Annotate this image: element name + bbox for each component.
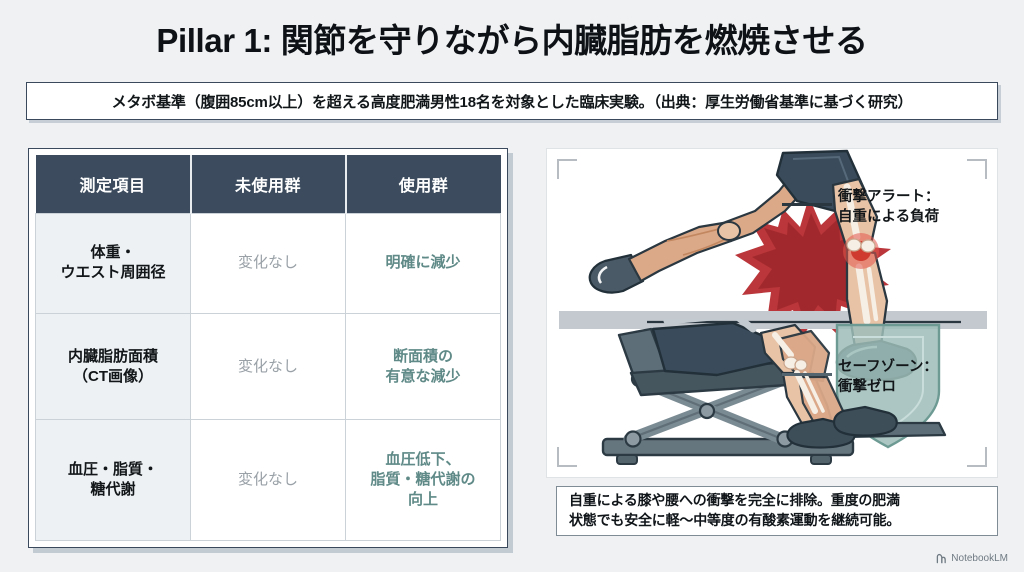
caption-box: 自重による膝や腰への衝撃を完全に排除。重度の肥満 状態でも安全に軽〜中等度の有酸… — [556, 486, 998, 536]
impact-annotation-line2: 自重による負荷 — [838, 208, 940, 225]
safe-zone-annotation: セーフゾーン： 衝撃ゼロ — [838, 358, 938, 397]
table-header-row: 測定項目 未使用群 使用群 — [35, 155, 501, 213]
seated-machine-illustration — [601, 319, 947, 465]
corner-bracket-bottom-right-icon — [967, 447, 987, 467]
row-label-line: （CT画像） — [73, 367, 153, 385]
used-value-line: 断面積の — [392, 347, 453, 365]
user-legs — [759, 323, 898, 449]
row-label-bp-lipid-glucose: 血圧・脂質・ 糖代謝 — [35, 419, 191, 541]
used-value-line: 血圧低下、 — [385, 451, 461, 469]
row-label-line: ウエスト周囲径 — [60, 264, 166, 282]
subtitle-banner: メタボ基準（腹囲85cm以上）を超える高度肥満男性18名を対象とした臨床実験。（… — [26, 82, 998, 120]
used-value-line: 向上 — [407, 491, 438, 509]
used-value-line: 明確に減少 — [385, 254, 461, 272]
caption-line1: 自重による膝や腰への衝撃を完全に排除。重度の肥満 — [569, 492, 900, 509]
notebooklm-watermark: NotebookLM — [936, 553, 1008, 564]
corner-bracket-top-left-icon — [557, 159, 577, 179]
runner-rear-leg — [588, 169, 811, 294]
row-unused-value: 変化なし — [190, 419, 346, 541]
used-value-line: 有意な減少 — [385, 367, 461, 385]
table-row: 体重・ ウエスト周囲径 変化なし 明確に減少 — [35, 212, 501, 314]
exercise-comparison-illustration — [559, 149, 987, 382]
row-used-value: 断面積の 有意な減少 — [345, 312, 501, 421]
table-row: 血圧・脂質・ 糖代謝 変化なし 血圧低下、 脂質・糖代謝の 向上 — [35, 419, 501, 541]
table-header-unused-group: 未使用群 — [190, 155, 347, 213]
impact-annotation-line1: 衝撃アラート： — [838, 189, 940, 205]
table-row: 内臓脂肪面積 （CT画像） 変化なし 断面積の 有意な減少 — [35, 312, 501, 421]
table-header-used-group: 使用群 — [345, 155, 501, 213]
row-label-line: 血圧・脂質・ — [67, 461, 158, 479]
subtitle-text: メタボ基準（腹囲85cm以上）を超える高度肥満男性18名を対象とした臨床実験。（… — [111, 93, 913, 111]
caption-text: 自重による膝や腰への衝撃を完全に排除。重度の肥満 状態でも安全に軽〜中等度の有酸… — [569, 491, 900, 531]
illustration-card — [546, 148, 998, 478]
impact-annotation-leader-line — [782, 203, 832, 206]
row-label-line: 糖代謝 — [90, 481, 136, 499]
row-used-value: 血圧低下、 脂質・糖代謝の 向上 — [345, 419, 501, 541]
safe-annotation-leader-line — [782, 373, 832, 376]
row-label-weight-waist: 体重・ ウエスト周囲径 — [35, 212, 191, 314]
page-title: Pillar 1: 関節を守りながら内臓脂肪を燃焼させる — [156, 22, 868, 59]
row-label-visceral-fat: 内臓脂肪面積 （CT画像） — [35, 312, 191, 421]
corner-bracket-top-right-icon — [967, 159, 987, 179]
notebooklm-icon — [937, 553, 947, 564]
impact-annotation: 衝撃アラート： 自重による負荷 — [838, 188, 940, 227]
notebooklm-label: NotebookLM — [951, 553, 1008, 564]
row-unused-value: 変化なし — [190, 212, 346, 314]
corner-bracket-bottom-left-icon — [557, 447, 577, 467]
row-label-line: 内臓脂肪面積 — [67, 347, 158, 365]
caption-line2: 状態でも安全に軽〜中等度の有酸素運動を継続可能。 — [569, 512, 901, 528]
used-value-line: 脂質・糖代謝の — [370, 471, 476, 489]
row-label-line: 体重・ — [90, 244, 136, 262]
row-unused-value: 変化なし — [190, 312, 346, 421]
comparison-table-card: 測定項目 未使用群 使用群 体重・ ウエスト周囲径 変化なし 明確に減少 内臓脂… — [28, 148, 508, 548]
row-used-value: 明確に減少 — [345, 212, 501, 314]
safe-annotation-line1: セーフゾーン： — [838, 359, 938, 375]
table-header-metric: 測定項目 — [35, 155, 192, 213]
safe-annotation-line2: 衝撃ゼロ — [838, 378, 896, 395]
comparison-table: 測定項目 未使用群 使用群 体重・ ウエスト周囲径 変化なし 明確に減少 内臓脂… — [35, 155, 501, 541]
